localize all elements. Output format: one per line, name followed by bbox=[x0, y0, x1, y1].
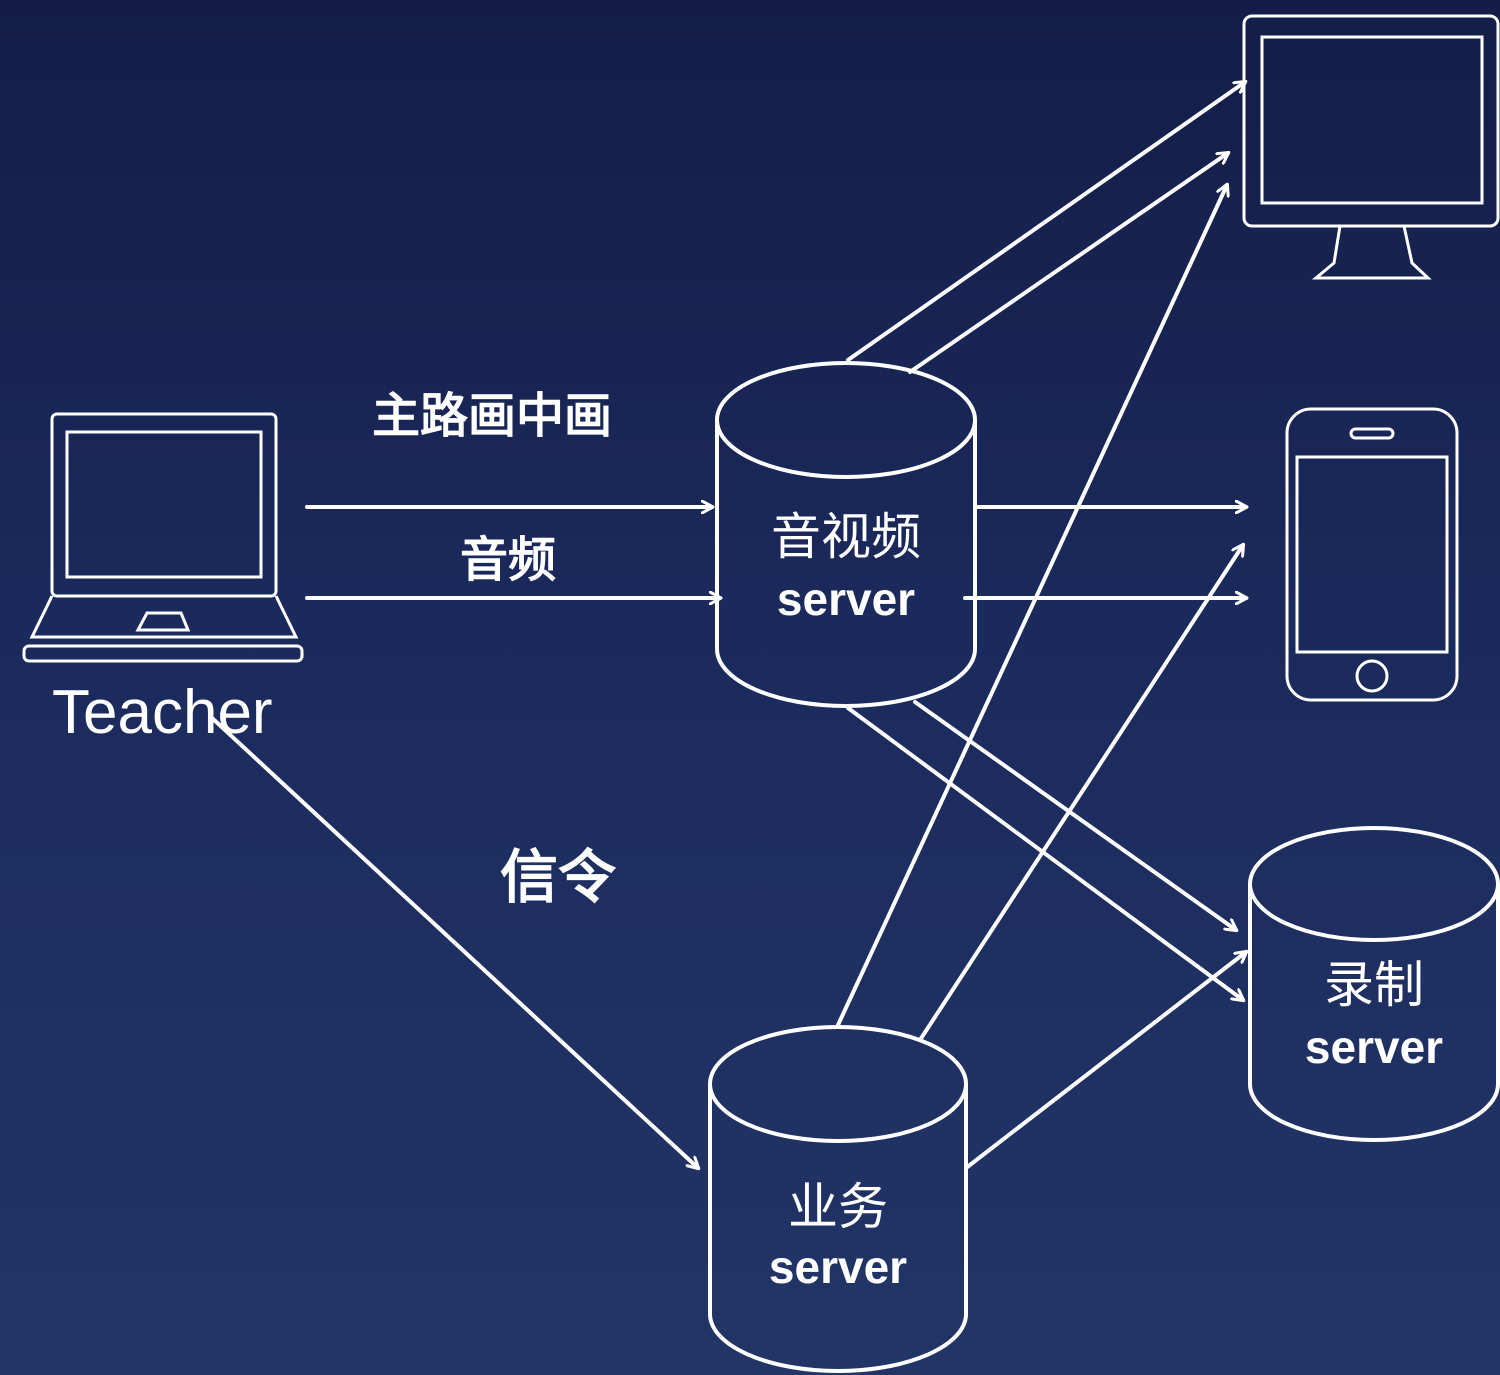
biz-server-sub: server bbox=[768, 1241, 908, 1293]
edge-biz-desktop bbox=[836, 185, 1227, 1027]
record-server-name: 录制 bbox=[1324, 956, 1424, 1014]
desktop-monitor-icon bbox=[1242, 14, 1500, 280]
edge-teacher-biz-signaling bbox=[210, 716, 698, 1168]
record-server-sub: server bbox=[1304, 1021, 1444, 1073]
audio-label: 音频 bbox=[460, 532, 557, 588]
edge-biz-record bbox=[964, 952, 1246, 1170]
edge-av-desktop-2 bbox=[908, 153, 1228, 374]
edge-biz-phone bbox=[918, 545, 1243, 1042]
record-server-cylinder bbox=[1248, 826, 1500, 1142]
edge-av-record-1 bbox=[913, 700, 1236, 930]
signaling-label: 信令 bbox=[500, 843, 617, 911]
edge-av-record-2 bbox=[846, 706, 1243, 1000]
teacher-label: Teacher bbox=[52, 678, 273, 747]
main-pip-label: 主路画中画 bbox=[372, 388, 613, 444]
edges bbox=[210, 82, 1246, 1170]
phone-icon bbox=[1285, 407, 1459, 702]
av-server-cylinder bbox=[715, 361, 977, 708]
av-server-sub: server bbox=[776, 573, 916, 625]
edge-av-desktop-1 bbox=[846, 82, 1245, 362]
av-server-name: 音视频 bbox=[771, 508, 921, 566]
laptop-icon bbox=[22, 412, 304, 663]
biz-server-cylinder bbox=[708, 1025, 968, 1373]
biz-server-name: 业务 bbox=[788, 1178, 888, 1236]
